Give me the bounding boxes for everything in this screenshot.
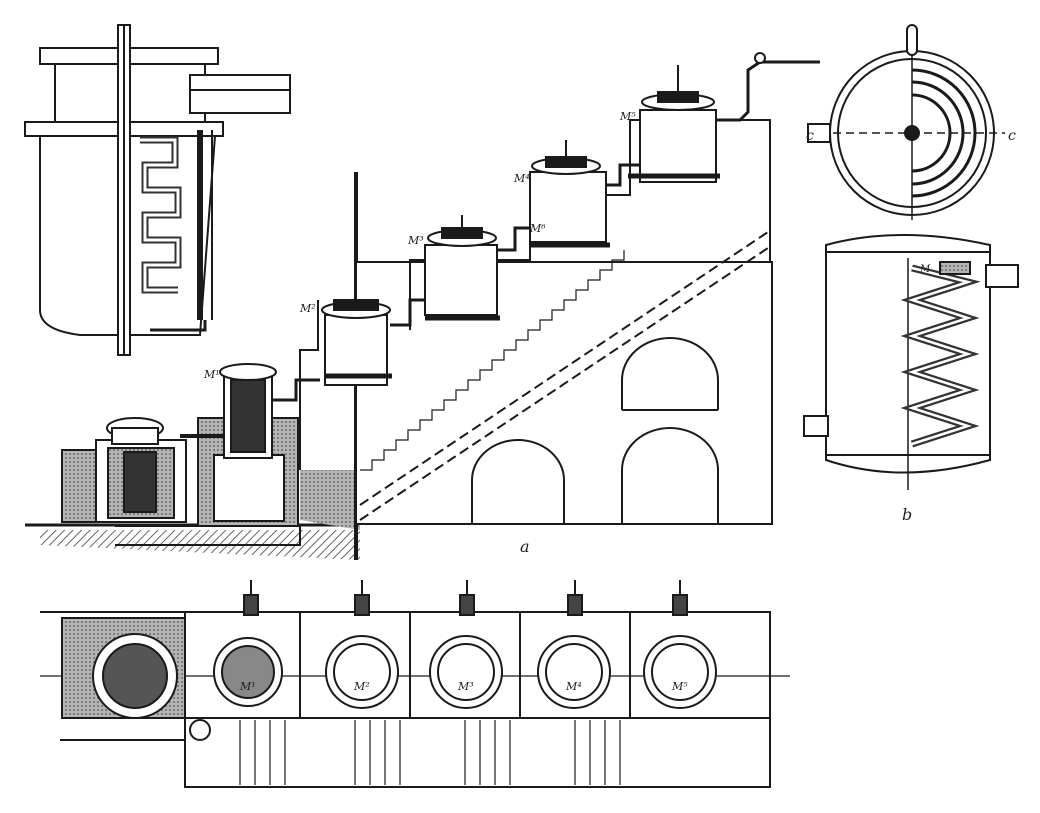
plan-vessel-2 xyxy=(325,635,399,709)
label-section-c-right: c xyxy=(1008,128,1016,144)
tag-m5: M⁵ xyxy=(619,110,636,123)
vessel-tier-5 xyxy=(628,65,720,183)
detail-vessel-elevation-b xyxy=(803,234,1019,490)
main-elevation xyxy=(25,52,820,560)
plan-vessel-5 xyxy=(643,635,717,709)
plan-tag-m2: M² xyxy=(353,680,370,693)
tag-m3: M³ xyxy=(407,234,424,247)
tag-m4: M⁴ xyxy=(513,172,530,185)
plan-tag-m1: M¹ xyxy=(239,680,256,693)
plan-view xyxy=(40,580,790,788)
plan-vessel-3 xyxy=(429,635,503,709)
plan-tag-m3: M³ xyxy=(457,680,474,693)
vessel-tier-3 xyxy=(424,215,500,321)
plan-tag-m5: M⁵ xyxy=(671,680,688,693)
plan-vessel-4 xyxy=(537,635,611,709)
tag-m6: M⁶ xyxy=(529,222,546,235)
label-section-c-left: c xyxy=(806,128,814,144)
tag-m1: M¹ xyxy=(203,368,220,381)
tag-m2: M² xyxy=(299,302,316,315)
label-view-b: b xyxy=(902,505,912,524)
vessel-tier-4 xyxy=(529,140,610,248)
vessel-tier-2 xyxy=(321,290,392,386)
label-view-a: a xyxy=(520,537,530,556)
label-scroll: M xyxy=(919,264,931,275)
detail-vessel-section xyxy=(24,24,291,356)
plan-tag-m4: M⁴ xyxy=(565,680,582,693)
plan-vessel-1 xyxy=(213,637,283,707)
detail-vessel-plan xyxy=(807,24,1005,220)
